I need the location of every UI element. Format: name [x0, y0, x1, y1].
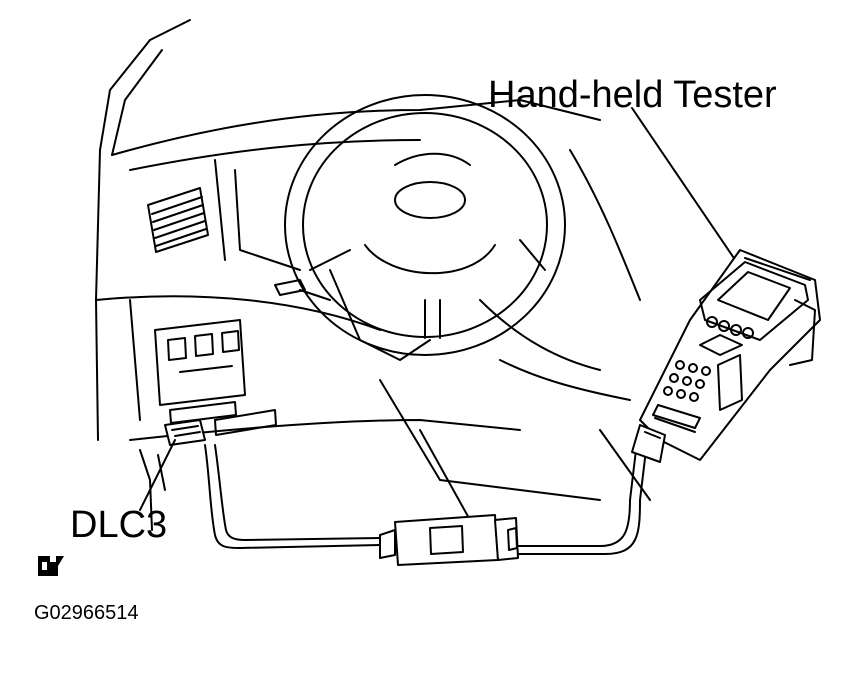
dlc3-connector: [164, 419, 206, 446]
sae-corner-logo-icon: [38, 556, 64, 576]
hand-held-tester: [631, 249, 821, 463]
dashboard-outline: [111, 99, 641, 401]
tester-label: Hand-held Tester: [488, 74, 777, 116]
steering-column: [274, 269, 431, 361]
diagnostic-cable: [204, 444, 647, 555]
dlc3-label: DLC3: [70, 504, 168, 546]
dlc3-leader-line: [139, 439, 176, 511]
figure-code: G02966514: [34, 602, 139, 624]
center-console: [379, 379, 651, 521]
tester-leader-line: [631, 107, 743, 271]
cable-adapter: [379, 514, 519, 566]
air-vent: [147, 187, 209, 253]
steering-wheel: [284, 94, 566, 356]
